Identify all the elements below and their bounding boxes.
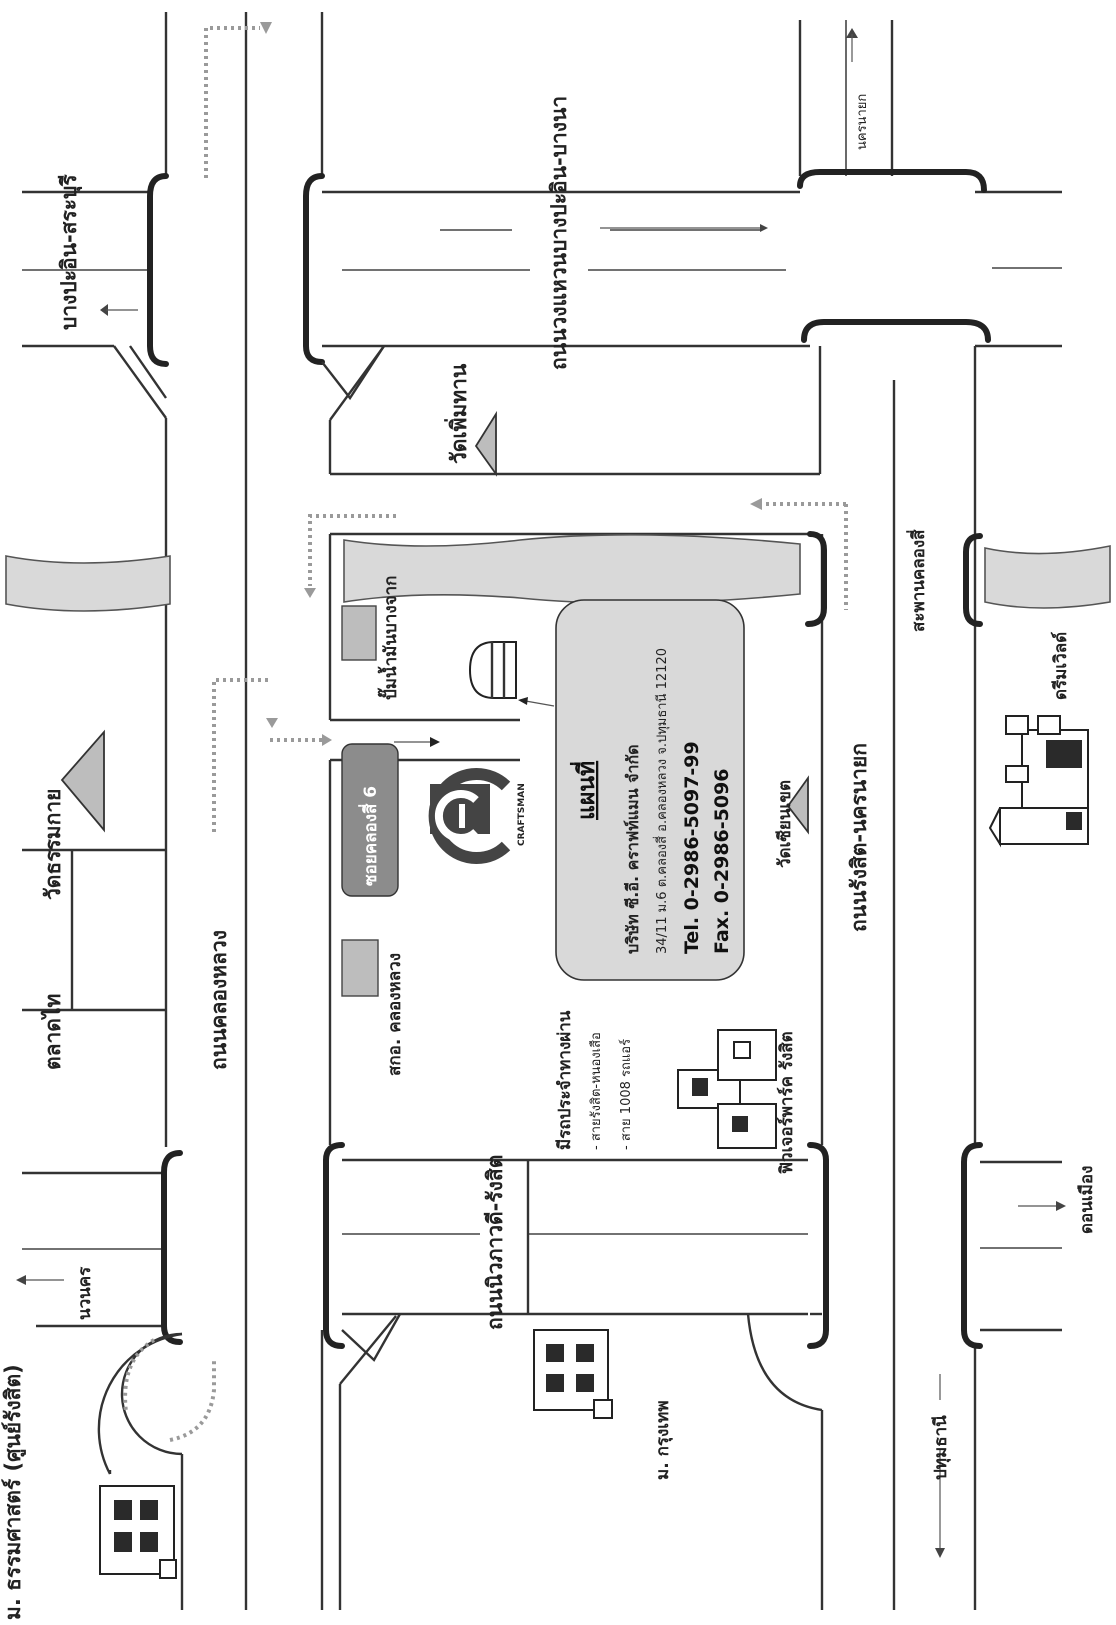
bus-heading: มีรถประจำทางผ่าน xyxy=(554,1010,575,1150)
logo-text: CRAFTSMAN xyxy=(517,783,527,846)
bus-line-1: - สายรังสิต-หนองเสือ xyxy=(588,1032,604,1150)
temple-icon xyxy=(60,729,105,833)
landmarks xyxy=(60,410,1089,1579)
label-wat-sian: วัดเซียนเขต xyxy=(774,780,795,868)
label-pathum-thani: ปทุมธานี xyxy=(930,1415,951,1480)
middle-block xyxy=(260,22,848,1349)
labels: บางปะอิน-สระบุรี วัดธรรมกาย ตลาดไท นวนคร… xyxy=(1,94,1097,1620)
label-dream-world: ดรีมเวิลด์ xyxy=(1050,632,1071,700)
label-future-park: ฟิวเจอร์พาร์ค รังสิต xyxy=(776,1031,797,1174)
label-rangsit-nakhon-nayok-road: ถนนรังสิต-นครนายก xyxy=(847,743,871,932)
company-address: 34/11 ม.6 ต.คลองสี่ อ.คลองหลวง จ.ปทุมธาน… xyxy=(653,648,670,954)
soi-sign xyxy=(341,743,399,897)
bangkok-university-building-icon xyxy=(533,1329,613,1419)
company-info-box xyxy=(555,599,745,981)
sko-plot xyxy=(341,939,379,997)
label-nawa-nakorn: นวนคร xyxy=(75,1266,95,1320)
future-park-building-icon xyxy=(677,1029,777,1149)
label-khlong-luang-road: ถนนคลองหลวง xyxy=(207,930,231,1070)
company-tel: Tel. 0-2986-5097-99 xyxy=(681,741,703,954)
left-side-streets xyxy=(22,12,216,1610)
khlong-luang-road xyxy=(204,12,324,1610)
thammasat-building-icon xyxy=(99,1485,177,1579)
company-fax: Fax. 0-2986-5096 xyxy=(711,768,733,954)
temple-icon xyxy=(786,775,809,835)
label-soi-khlong-si-6: ซอยคลองสี่ 6 xyxy=(358,786,381,886)
label-wat-thammakai: วัดธรรมกาย xyxy=(41,789,65,900)
rangsit-nakhon-nayok-road xyxy=(5,346,1111,1610)
craftsman-logo-icon xyxy=(428,768,511,864)
label-outer-ring-road: ถนนวงแหวนบางปะอิน-บางนา xyxy=(547,96,571,370)
outer-ring-road xyxy=(100,20,1062,476)
pump-plot xyxy=(341,605,377,661)
label-pump: ปั๊มน้ำมันบางจาก xyxy=(377,576,401,700)
label-nakhon-nayok: นครนายก xyxy=(855,94,870,150)
label-talad-thai: ตลาดไท xyxy=(40,994,65,1070)
label-bridge: สะพานคลองสี่ xyxy=(906,529,929,632)
label-sko: สกอ. คลองหลวง xyxy=(385,953,405,1076)
label-wat-phoem: วัดเพิ่มทาน xyxy=(443,363,471,464)
label-vibhavadi-road: ถนนนิวภาวดี-รังสิต xyxy=(483,1155,507,1330)
temple-icon xyxy=(474,410,497,477)
label-bang-pa-in-saraburi: บางปะอิน-สระบุรี xyxy=(57,174,83,330)
company-name: บริษัท ซี.อี. คราฟท์แมน จำกัด xyxy=(623,744,642,954)
vibhavadi-road xyxy=(16,1158,824,1610)
label-thammasat: ม. ธรรมศาสตร์ (ศูนย์รังสิต) xyxy=(1,1364,27,1620)
label-bangkok-university: ม. กรุงเทพ xyxy=(653,1400,673,1480)
map-title: แผนที่ xyxy=(569,761,600,820)
dream-world-building-icon xyxy=(988,715,1089,848)
label-don-mueang: ดอนเมือง xyxy=(1076,1166,1097,1234)
bus-line-2: - สาย 1008 รถแอร์ xyxy=(618,1039,634,1150)
